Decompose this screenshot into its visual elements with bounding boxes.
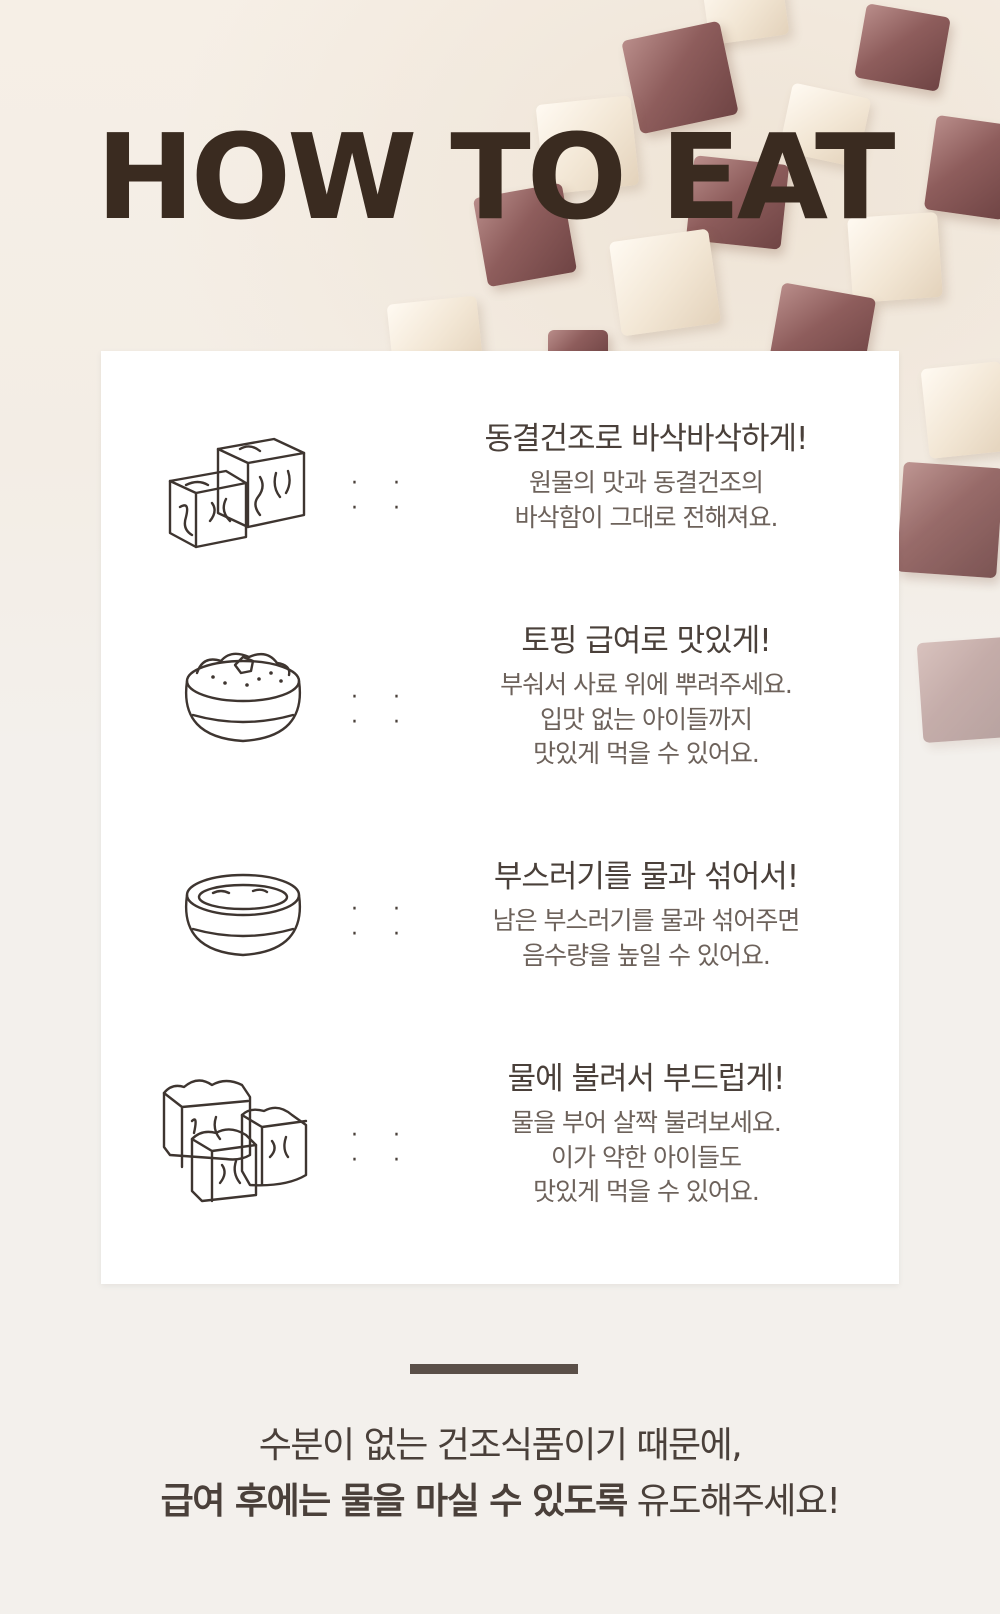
step-description-line: 원물의 맛과 동결건조의	[529, 468, 764, 498]
step-description-line: 물을 부어 살짝 불려보세요.	[511, 1108, 782, 1138]
page-title: HOW TO EAT	[96, 108, 895, 246]
cube-decoration	[920, 361, 1000, 459]
step-description-line: 남은 부스러기를 물과 섞어주면	[492, 906, 801, 936]
footer-emphasis: 급여 후에는 물을 마실 수 있도록	[160, 1480, 629, 1522]
step-description-line: 맛있게 먹을 수 있어요.	[533, 739, 760, 769]
step-text: 토핑 급여로 맛있게! 부숴서 사료 위에 뿌려주세요. 입맛 없는 아이들까지…	[446, 623, 846, 772]
step-text: 부스러기를 물과 섞어서! 남은 부스러기를 물과 섞어주면 음수량을 높일 수…	[446, 859, 846, 973]
step-heading: 동결건조로 바삭바삭하게!	[484, 421, 808, 457]
step-description-line: 이가 약한 아이들도	[551, 1142, 742, 1172]
bowl-with-food-icon	[173, 645, 313, 759]
cube-decoration	[854, 3, 951, 92]
bowl-with-water-icon	[173, 867, 313, 971]
step-text: 물에 불려서 부드럽게! 물을 부어 살짝 불려보세요. 이가 약한 아이들도 …	[446, 1061, 846, 1210]
cube-decoration	[923, 114, 1000, 221]
dots-separator: · · · ·	[351, 897, 414, 947]
step-description-line: 맛있게 먹을 수 있어요.	[533, 1177, 760, 1207]
step-heading: 토핑 급여로 맛있게!	[521, 623, 771, 659]
cube-decoration	[916, 636, 1000, 744]
footer-line-1: 수분이 없는 건조식품이기 때문에,	[258, 1425, 743, 1466]
dots-separator: · · · ·	[351, 1123, 414, 1173]
dots-separator: · · · ·	[351, 685, 414, 735]
step-crunchy: · · · · 동결건조로 바삭바삭하게! 원물의 맛과 동결건조의 바삭함이 …	[101, 421, 899, 561]
step-description-line: 음수량을 높일 수 있어요.	[522, 940, 771, 970]
two-cubes-icon	[156, 423, 316, 557]
step-description-line: 바삭함이 그대로 전해져요.	[514, 502, 779, 532]
how-to-eat-card: · · · · 동결건조로 바삭바삭하게! 원물의 맛과 동결건조의 바삭함이 …	[101, 351, 899, 1284]
step-description-line: 부숴서 사료 위에 뿌려주세요.	[500, 670, 793, 700]
step-mix-water: · · · · 부스러기를 물과 섞어서! 남은 부스러기를 물과 섞어주면 음…	[101, 859, 899, 989]
step-soak: · · · · 물에 불려서 부드럽게! 물을 부어 살짝 불려보세요. 이가 …	[101, 1061, 899, 1231]
step-heading: 물에 불려서 부드럽게!	[507, 1061, 786, 1097]
section-divider	[410, 1364, 578, 1374]
soaked-cubes-icon	[156, 1065, 326, 1209]
footer-notice: 수분이 없는 건조식품이기 때문에, 급여 후에는 물을 마실 수 있도록 유도…	[0, 1418, 1000, 1530]
step-topping: · · · · 토핑 급여로 맛있게! 부숴서 사료 위에 뿌려주세요. 입맛 …	[101, 623, 899, 793]
cube-decoration	[896, 461, 1000, 579]
step-heading: 부스러기를 물과 섞어서!	[493, 859, 799, 895]
footer-line-2-rest: 유도해주세요!	[626, 1480, 841, 1522]
step-text: 동결건조로 바삭바삭하게! 원물의 맛과 동결건조의 바삭함이 그대로 전해져요…	[446, 421, 846, 535]
dots-separator: · · · ·	[351, 471, 414, 521]
step-description-line: 입맛 없는 아이들까지	[540, 704, 753, 734]
footer-line-2: 급여 후에는 물을 마실 수 있도록 유도해주세요!	[0, 1474, 1000, 1530]
